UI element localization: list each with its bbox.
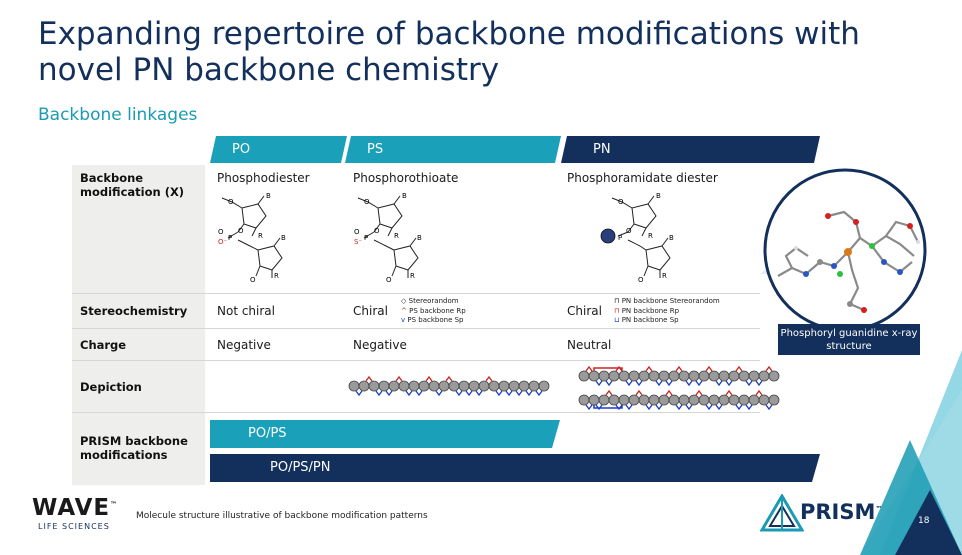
row-label-stereochemistry: Stereochemistry — [80, 304, 188, 318]
wave-logo: WAVE™ — [32, 495, 119, 521]
svg-text:O: O — [250, 276, 256, 284]
guanidine-group-icon — [600, 228, 616, 244]
row-label-charge: Charge — [80, 338, 127, 352]
tab-pn: PN — [561, 136, 820, 163]
cell-ps-stereo: Chiral — [353, 304, 388, 318]
row-label-depiction: Depiction — [80, 380, 142, 394]
cell-ps-charge: Negative — [353, 338, 407, 352]
slide-title: Expanding repertoire of backbone modific… — [38, 16, 860, 88]
svg-text:O: O — [218, 228, 224, 236]
xray-caption: Phosphoryl guanidine x-ray structure — [778, 324, 920, 355]
ps-oligo-depiction — [348, 375, 550, 397]
prism-po-ps-band: PO/PS — [210, 420, 560, 448]
svg-text:R: R — [648, 232, 653, 240]
cell-po-backbone: Phosphodiester — [217, 171, 310, 185]
row-divider — [72, 328, 760, 329]
svg-text:B: B — [669, 234, 674, 242]
svg-text:O: O — [238, 227, 244, 235]
cell-pn-stereo: Chiral — [567, 304, 602, 318]
pn-molecule-structure: O B R O P B R O — [600, 192, 674, 284]
row-label-backbone: Backbone modification (X) — [80, 171, 185, 199]
svg-text:S⁻: S⁻ — [354, 238, 362, 246]
stereorandom-diamond-icon: ◇ — [401, 297, 407, 305]
svg-text:O: O — [364, 198, 370, 206]
page-number: 18 — [918, 516, 930, 526]
svg-text:O: O — [626, 227, 632, 235]
svg-text:P: P — [228, 234, 232, 242]
tab-ps: PS — [345, 136, 561, 163]
pn-oligo-depiction — [578, 365, 780, 411]
po-molecule-structure: O B R O P O O⁻ B R O — [218, 192, 286, 284]
pn-rp-icon: ⊓ — [614, 306, 620, 315]
cell-pn-charge: Neutral — [567, 338, 612, 352]
sp-vee-icon: v — [401, 316, 406, 324]
svg-text:R: R — [410, 272, 415, 280]
cell-ps-backbone: Phosphorothioate — [353, 171, 459, 185]
svg-text:O: O — [374, 227, 380, 235]
slide-subtitle: Backbone linkages — [38, 105, 198, 125]
decorative-triangles — [860, 350, 962, 555]
svg-text:O: O — [386, 276, 392, 284]
svg-text:O⁻: O⁻ — [218, 238, 228, 246]
svg-text:B: B — [656, 192, 661, 200]
svg-text:O: O — [618, 198, 624, 206]
svg-text:O: O — [354, 228, 360, 236]
row-divider — [72, 360, 760, 361]
prism-logo: PRISM™ — [800, 500, 883, 524]
pn-stereo-legend: ⊓ PN backbone Stereorandom ⊓ PN backbone… — [614, 297, 720, 324]
cell-pn-backbone: Phosphoramidate diester — [567, 171, 718, 185]
prism-po-ps-pn-band: PO/PS/PN — [210, 454, 820, 482]
svg-text:P: P — [364, 234, 368, 242]
ps-molecule-structure: O B R O P O S⁻ B R O — [354, 192, 422, 284]
svg-text:O: O — [638, 276, 644, 284]
xray-structure-callout — [760, 168, 927, 332]
svg-text:R: R — [394, 232, 399, 240]
svg-text:B: B — [417, 234, 422, 242]
row-divider — [72, 412, 760, 413]
pn-stereorandom-icon: ⊓ — [614, 297, 620, 305]
wave-logo-subtitle: LIFE SCIENCES — [38, 522, 110, 531]
prism-logo-icon — [760, 494, 804, 532]
svg-text:P: P — [618, 234, 622, 242]
svg-text:B: B — [281, 234, 286, 242]
footnote: Molecule structure illustrative of backb… — [136, 511, 428, 521]
cell-po-charge: Negative — [217, 338, 271, 352]
ps-stereo-legend: ◇ Stereorandom ^ PS backbone Rp v PS bac… — [401, 297, 466, 324]
svg-text:R: R — [274, 272, 279, 280]
tab-po: PO — [210, 136, 347, 163]
row-label-column — [72, 165, 205, 485]
svg-text:R: R — [258, 232, 263, 240]
cell-po-stereo: Not chiral — [217, 304, 275, 318]
svg-text:B: B — [266, 192, 271, 200]
row-label-prism: PRISM backbone modifications — [80, 434, 188, 462]
row-divider — [72, 293, 760, 294]
rp-caret-icon: ^ — [401, 306, 407, 315]
svg-text:R: R — [662, 272, 667, 280]
svg-text:O: O — [228, 198, 234, 206]
pn-sp-icon: ⊔ — [614, 316, 620, 324]
svg-text:B: B — [402, 192, 407, 200]
